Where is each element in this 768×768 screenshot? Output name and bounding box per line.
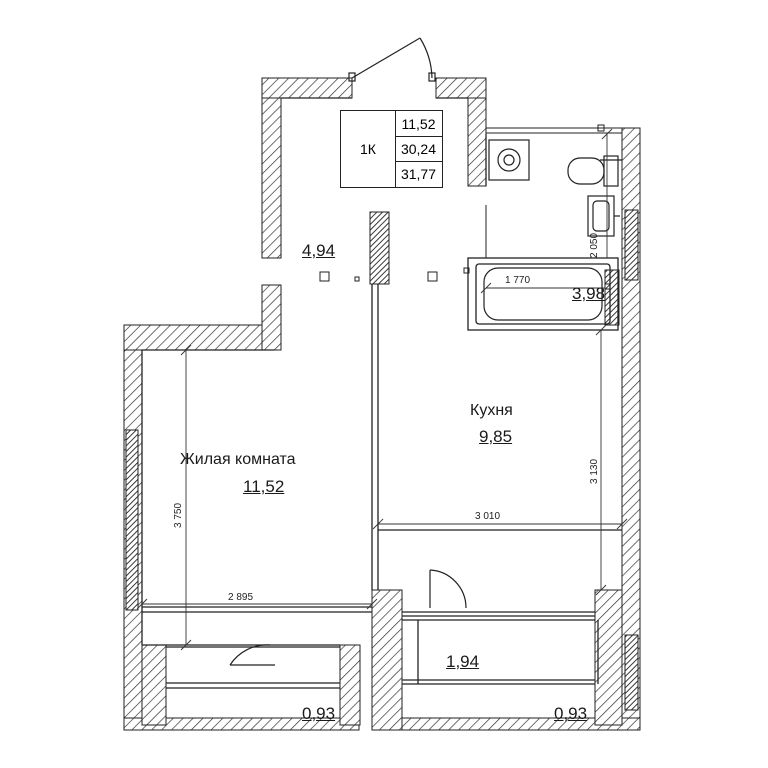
sink-icon — [587, 195, 620, 237]
loggia-area: 1,94 — [446, 652, 480, 671]
wall-living-top — [123, 324, 275, 351]
kitchen-name: Кухня — [470, 402, 513, 419]
wall-loggia-right — [594, 589, 623, 726]
dim-bath-width: 1 770 — [505, 275, 531, 286]
hall-area: 4,94 — [302, 241, 336, 260]
living-area-value: 11,52 — [395, 111, 442, 137]
wall-living-right-lower — [339, 644, 361, 726]
dim-kitchen-width: 3 010 — [475, 511, 501, 522]
wall-right-top — [485, 127, 637, 134]
living-room-area: 11,52 — [243, 477, 285, 496]
kitchen-area: 9,85 — [479, 427, 513, 446]
dim-bath-height: 2 050 — [589, 232, 600, 258]
toilet-icon — [567, 155, 619, 187]
loggia-door-right — [429, 569, 467, 609]
living-room-name: Жилая комната — [180, 451, 296, 468]
wall-hall-lower-left — [261, 284, 282, 351]
balcony-left-area: 0,93 — [302, 704, 336, 723]
dimension-lines — [136, 128, 628, 651]
balcony-right-area: 0,93 — [554, 704, 588, 723]
partitions — [141, 97, 622, 689]
washing-machine-icon — [488, 139, 530, 181]
wall-hall-left — [261, 77, 282, 259]
total-area-with-balcony-value: 31,77 — [400, 165, 437, 182]
exterior-walls — [123, 77, 641, 731]
columns — [125, 209, 639, 711]
column-right-wall — [624, 209, 639, 281]
column-center — [369, 211, 390, 285]
column-left-wall — [125, 429, 139, 611]
column-bath-right — [604, 269, 620, 326]
dim-kitchen-height: 3 130 — [589, 458, 600, 484]
markers — [319, 124, 611, 290]
wall-hall-top — [261, 77, 353, 99]
balcony-door-left — [229, 644, 275, 666]
total-area-value: 30,24 — [395, 136, 442, 162]
apartment-info-table: 1К 11,52 30,24 31,77 — [340, 110, 443, 188]
wall-top-right-stub — [435, 77, 487, 99]
wall-bath-top — [467, 97, 487, 187]
wall-left-balcony — [141, 644, 167, 726]
bathroom-area: 3,98 — [572, 284, 606, 303]
column-bottom-right — [624, 634, 639, 711]
wall-kitchen-left-lower — [371, 589, 403, 731]
dim-living-width: 2 895 — [228, 592, 254, 603]
dim-living-height: 3 750 — [173, 502, 184, 528]
bathtub — [483, 267, 603, 321]
entry-door — [348, 37, 436, 82]
apartment-type: 1К — [341, 111, 396, 187]
